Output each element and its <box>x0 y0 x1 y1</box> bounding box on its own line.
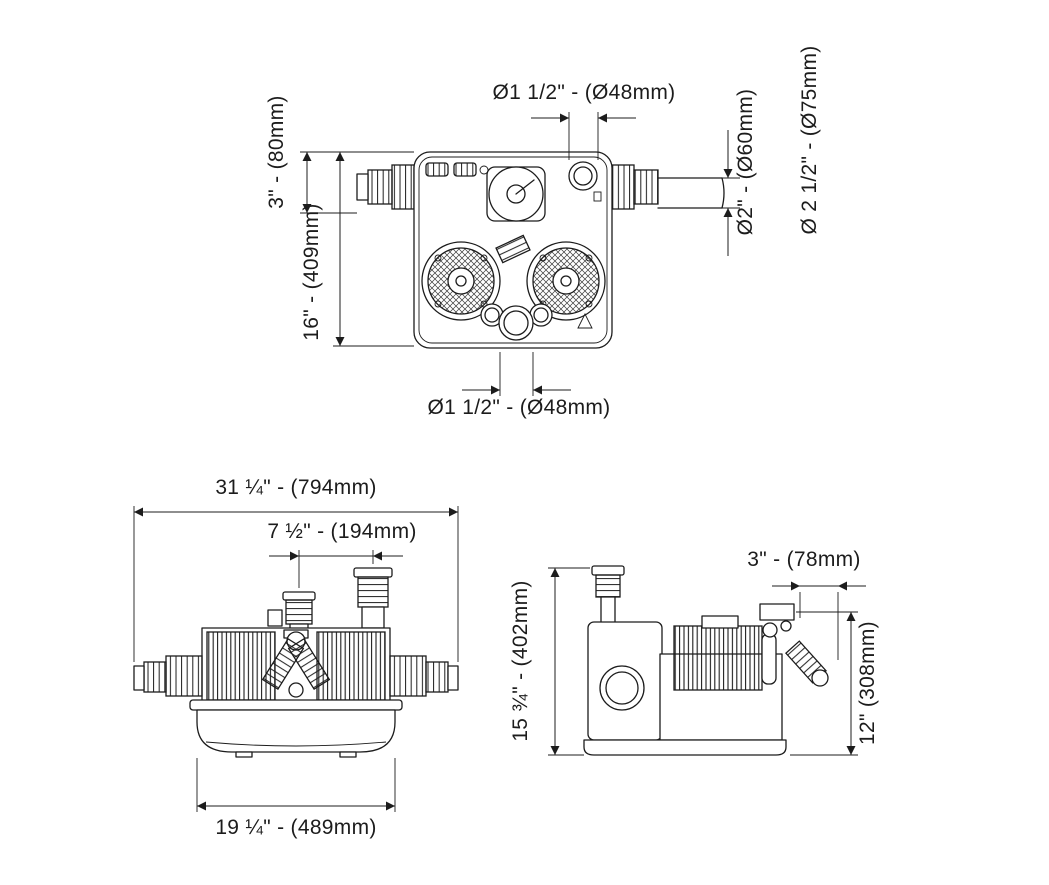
side-base <box>583 739 787 756</box>
side-inspection-cover <box>599 665 645 711</box>
top-right-discharge-pipe <box>611 164 725 210</box>
dim-label-overall-height: 15 ¾" - (402mm) <box>509 580 532 741</box>
top-left-inlet-coupling <box>356 164 415 210</box>
front-left-port <box>133 655 203 697</box>
front-vent-stack <box>267 591 316 633</box>
side-discharge-outlet <box>759 603 829 687</box>
dim-label-outlet-height: 12" (308mm) <box>856 621 879 745</box>
side-vent-pipe <box>591 565 625 625</box>
dim-label-top-outlet: Ø1 1/2" - (Ø48mm) <box>493 81 676 104</box>
front-fins-right <box>316 631 386 701</box>
top-body-inner <box>418 156 608 344</box>
side-motor <box>673 615 777 691</box>
dim-label-depth: 16" - (409mm) <box>300 203 323 340</box>
front-center-joint <box>261 629 331 698</box>
top-vent-grilles <box>425 162 489 177</box>
top-control-unit <box>486 166 546 222</box>
dim-label-overall-width: 31 ¼" - (794mm) <box>215 476 376 499</box>
dim-label-inlet-offset: 3" - (80mm) <box>265 95 288 208</box>
dim-label-discharge-offset: 3" - (78mm) <box>747 548 860 571</box>
dim-label-discharge-large: Ø 2 1/2" - (Ø75mm) <box>798 45 821 234</box>
pump-volute-left <box>421 241 501 321</box>
dim-label-discharge-small: Ø2" - (Ø60mm) <box>734 89 757 236</box>
front-tank-base <box>189 699 403 758</box>
top-junction-block <box>495 234 531 264</box>
top-view-dimensions: Ø1 1/2" - (Ø48mm) 3" - (80mm) 16" - (409… <box>265 45 821 419</box>
dim-label-vent-to-discharge: 7 ½" - (194mm) <box>267 520 416 543</box>
top-view-drawing <box>356 151 725 349</box>
warning-triangle-icon <box>577 312 593 329</box>
side-view-drawing <box>583 565 829 756</box>
dim-label-bottom-outlet: Ø1 1/2" - (Ø48mm) <box>428 396 611 419</box>
pump-volute-right <box>526 241 606 321</box>
front-fins-left <box>206 631 276 701</box>
front-view-drawing <box>133 567 459 758</box>
front-discharge-stack <box>353 567 393 629</box>
front-view-dimensions: 31 ¼" - (794mm) 7 ½" - (194mm) 19 ¼" - (… <box>133 476 459 839</box>
top-outlet-port <box>568 161 602 202</box>
bottom-outlet-cluster <box>480 303 593 341</box>
side-view-dimensions: 15 ¾" - (402mm) 3" - (78mm) 12" (308mm) <box>509 548 879 756</box>
front-right-port <box>389 655 459 697</box>
dim-label-base-width: 19 ¼" - (489mm) <box>215 816 376 839</box>
